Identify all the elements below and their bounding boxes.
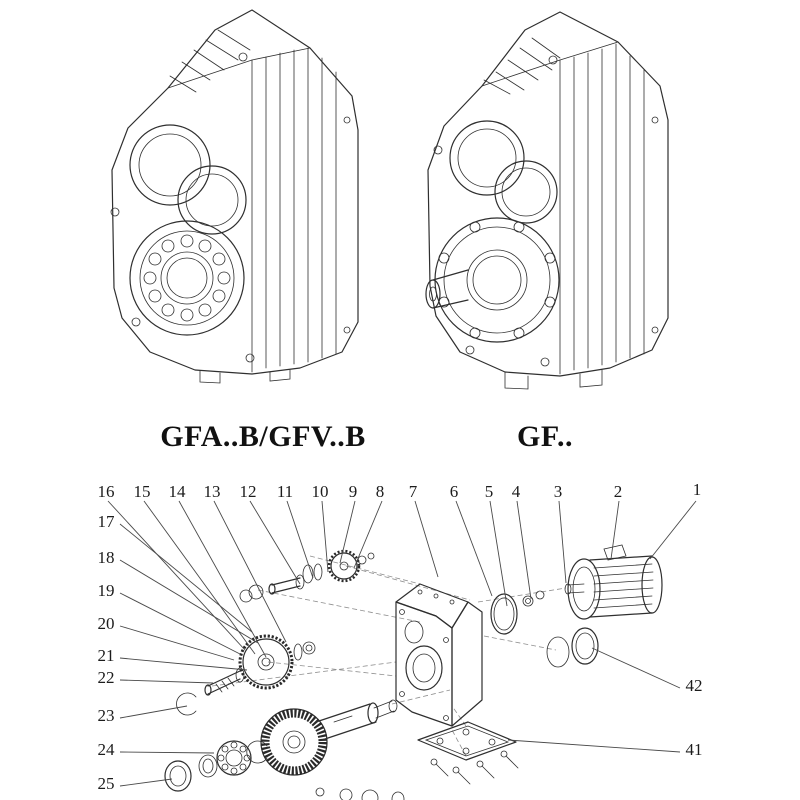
- part-number-label: 1: [692, 480, 702, 499]
- part-number-label: 41: [685, 740, 703, 759]
- output-shaft-detail: [425, 269, 469, 309]
- part-number-label: 24: [97, 740, 115, 759]
- part-number-label: 16: [97, 482, 115, 501]
- bearing-detail: [129, 220, 245, 336]
- exploded-gasket-ring: [490, 590, 545, 635]
- alignment-dashed-lines: [211, 555, 567, 757]
- part-number-label: 2: [613, 482, 623, 501]
- exploded-bottom-partial-parts: [315, 787, 405, 800]
- part-number-label: 17: [97, 512, 115, 531]
- part-number-label: 3: [553, 482, 563, 501]
- exploded-output-gear-group: [164, 699, 398, 792]
- part-number-label: 15: [133, 482, 151, 501]
- part-number-label: 10: [311, 482, 329, 501]
- part-number-label: 22: [97, 668, 115, 687]
- part-number-label: 23: [97, 706, 115, 725]
- part-number-label: 9: [348, 482, 358, 501]
- exploded-input-shaft-group: [239, 549, 375, 603]
- output-flange-detail: [434, 217, 560, 343]
- exploded-housing: [395, 583, 483, 727]
- exploded-view-drawing: [107, 500, 697, 800]
- part-number-label: 42: [685, 676, 703, 695]
- part-number-label: 5: [484, 482, 494, 501]
- part-number-label: 4: [511, 482, 521, 501]
- exploded-intermediate-gear-group: [176, 634, 316, 716]
- part-number-label: 25: [97, 774, 115, 793]
- part-number-label: 7: [408, 482, 418, 501]
- part-number-label: 14: [168, 482, 186, 501]
- gearbox-drawing-gf: [425, 11, 669, 390]
- exploded-bearing-42: [546, 627, 599, 668]
- part-number-label: 20: [97, 614, 115, 633]
- part-number-label: 8: [375, 482, 385, 501]
- part-number-label: 13: [203, 482, 221, 501]
- part-number-label: 11: [276, 482, 294, 501]
- gearbox-drawing-gfab: [110, 9, 359, 384]
- exploded-motor: [564, 544, 663, 620]
- part-number-label: 18: [97, 548, 115, 567]
- exploded-cover-plate: [417, 721, 519, 785]
- part-number-label: 6: [449, 482, 459, 501]
- part-number-label: 19: [97, 581, 115, 600]
- model-label-gf: GF..: [517, 420, 573, 453]
- leader-lines: [107, 500, 697, 787]
- part-number-label: 21: [97, 646, 115, 665]
- model-label-gfab-gfvb: GFA..B/GFV..B: [160, 420, 366, 453]
- part-number-label: 12: [239, 482, 257, 501]
